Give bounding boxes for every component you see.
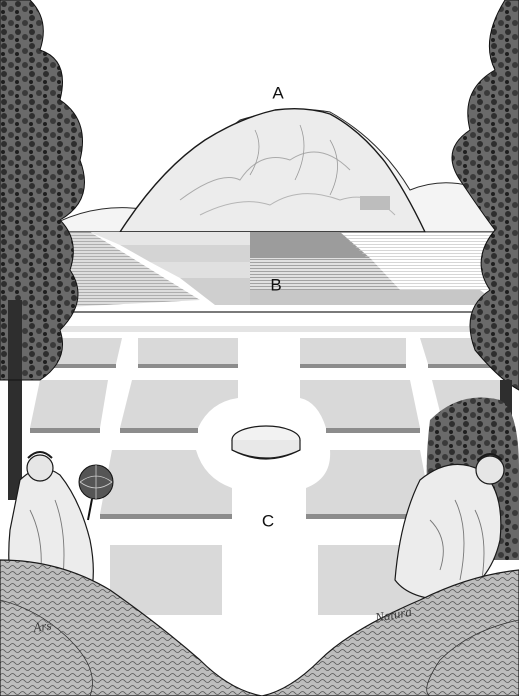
- mountain: [40, 109, 519, 232]
- label-mountain: A: [272, 83, 284, 102]
- label-garden: C: [262, 511, 274, 530]
- mountain-peak: [120, 109, 425, 232]
- ars-inscription: Ars: [31, 618, 52, 636]
- label-fields: B: [270, 275, 281, 294]
- fields: [10, 232, 519, 312]
